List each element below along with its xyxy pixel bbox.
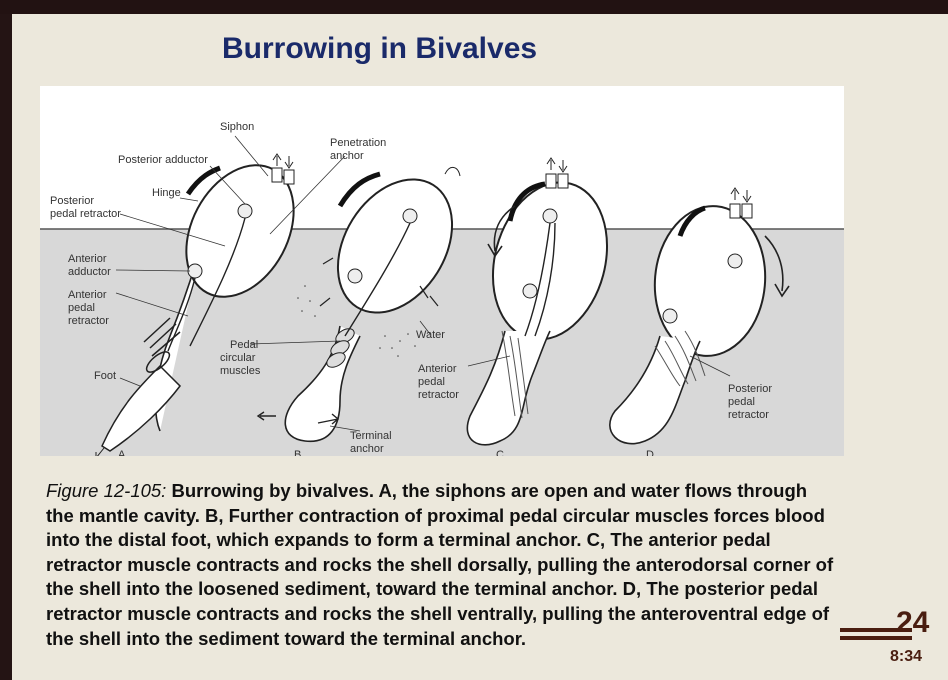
label-penetration-anchor-line2: anchor bbox=[330, 150, 364, 162]
panel-c-clam bbox=[466, 157, 609, 446]
caption-figure-label: Figure 12-105: bbox=[46, 480, 167, 501]
label-posterior-adductor: Posterior adductor bbox=[118, 154, 208, 166]
panel-d-clam bbox=[609, 187, 790, 445]
label-posterior-pedal-retractor-d-line1: Posterior bbox=[728, 383, 772, 395]
label-siphon: Siphon bbox=[220, 121, 254, 133]
decorative-line-bottom bbox=[840, 636, 912, 640]
label-hinge: Hinge bbox=[152, 187, 181, 199]
panel-b-clam bbox=[256, 167, 461, 443]
label-posterior-pedal-retractor-d-line2: pedal bbox=[728, 396, 755, 408]
caption-text: Burrowing by bivalves. A, the siphons ar… bbox=[46, 480, 834, 649]
label-leader-lines bbox=[115, 135, 731, 432]
label-posterior-pedal-retractor-d-line3: retractor bbox=[728, 409, 769, 421]
slide: Burrowing in Bivalves bbox=[12, 14, 948, 680]
slide-title: Burrowing in Bivalves bbox=[222, 32, 538, 65]
label-terminal-anchor-line1: Terminal bbox=[350, 430, 392, 442]
panel-label-d: D bbox=[646, 449, 654, 456]
label-anterior-adductor-line2: adductor bbox=[68, 266, 111, 278]
label-anterior-pedal-retractor-a-line1: Anterior bbox=[68, 289, 107, 301]
label-anterior-adductor-line1: Anterior bbox=[68, 253, 107, 265]
panel-label-c: C bbox=[496, 449, 504, 456]
label-penetration-anchor-line1: Penetration bbox=[330, 137, 386, 149]
label-posterior-pedal-retractor-line1: Posterior bbox=[50, 195, 94, 207]
bivalve-burrowing-figure: Siphon Posterior adductor Hinge Posterio… bbox=[40, 86, 844, 456]
window-top-bar bbox=[0, 0, 948, 14]
panel-label-a: A bbox=[118, 449, 126, 456]
label-anterior-pedal-retractor-c-line2: pedal bbox=[418, 376, 445, 388]
label-pedal-circular-line2: circular bbox=[220, 352, 256, 364]
figure-drawing: Siphon Posterior adductor Hinge Posterio… bbox=[40, 121, 844, 456]
figure-caption: Figure 12-105: Burrowing by bivalves. A,… bbox=[46, 479, 836, 651]
decorative-line-top bbox=[840, 628, 912, 632]
label-posterior-pedal-retractor-line2: pedal retractor bbox=[50, 208, 121, 220]
panel-a-clam bbox=[95, 153, 295, 456]
label-water: Water bbox=[416, 329, 445, 341]
label-anterior-pedal-retractor-a-line3: retractor bbox=[68, 315, 109, 327]
label-anterior-pedal-retractor-c-line1: Anterior bbox=[418, 363, 457, 375]
slide-page-number: 24 bbox=[896, 606, 930, 639]
label-pedal-circular-line1: Pedal bbox=[230, 339, 258, 351]
label-foot: Foot bbox=[94, 370, 116, 382]
slide-time: 8:34 bbox=[890, 648, 923, 665]
label-terminal-anchor-line2: anchor bbox=[350, 443, 384, 455]
label-pedal-circular-line3: muscles bbox=[220, 365, 261, 377]
label-anterior-pedal-retractor-c-line3: retractor bbox=[418, 389, 459, 401]
panel-label-b: B bbox=[294, 449, 301, 456]
label-anterior-pedal-retractor-a-line2: pedal bbox=[68, 302, 95, 314]
